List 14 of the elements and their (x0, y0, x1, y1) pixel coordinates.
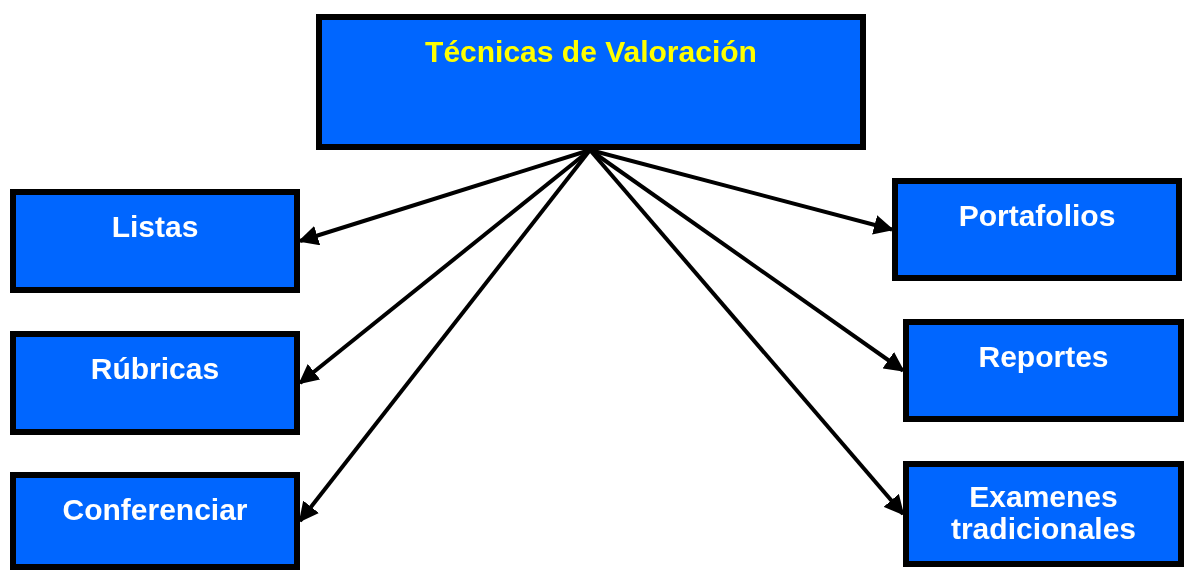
box-label: Rúbricas (90, 353, 220, 385)
box-label: Reportes (978, 341, 1109, 373)
process-box (892, 178, 1182, 281)
box-label: Listas (111, 211, 199, 243)
box-label: Conferenciar (62, 494, 248, 526)
box-label: Examenes tradicionales (949, 481, 1138, 545)
process-box (903, 461, 1184, 567)
title-text: Técnicas de Valoración (425, 36, 757, 68)
process-box (903, 319, 1184, 422)
process-box (10, 472, 300, 570)
process-box (10, 331, 300, 435)
process-box (316, 14, 866, 150)
process-box (10, 189, 300, 293)
box-label: Portafolios (958, 200, 1116, 232)
